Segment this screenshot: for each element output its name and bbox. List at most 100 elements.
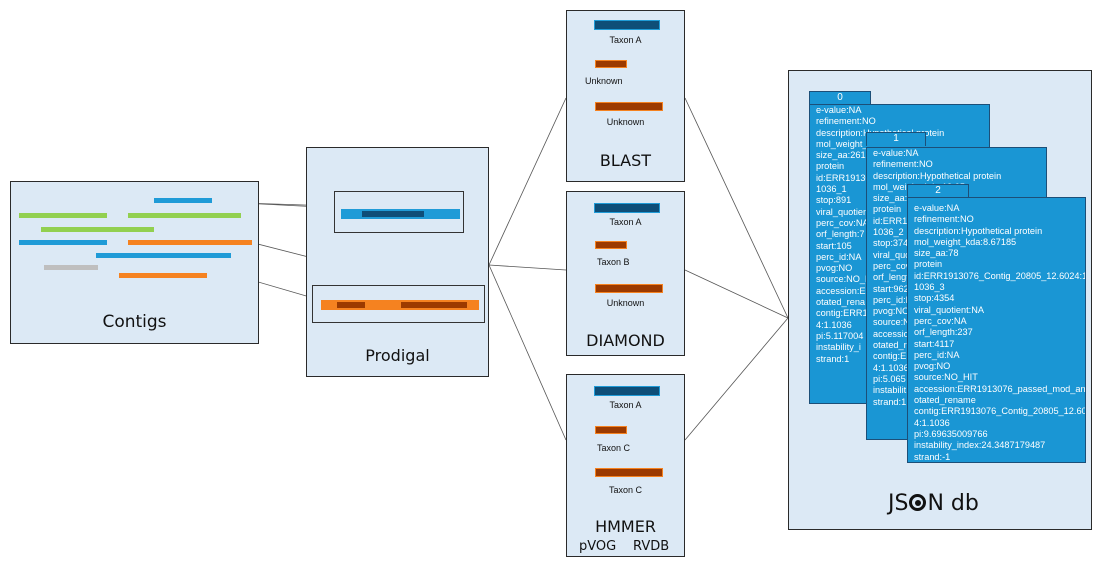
record-field: orf_lengt <box>873 272 909 283</box>
gene-call-box <box>312 285 485 323</box>
record-field: accession:ER <box>816 285 873 296</box>
record-field: strand:1 <box>816 353 850 364</box>
record-field: pvog:NO <box>873 306 910 317</box>
diamond-panel: Taxon A Taxon B Unknown DIAMOND <box>566 191 685 356</box>
json-db-title-post: N db <box>927 491 979 516</box>
gene-domain <box>401 302 467 308</box>
record-field: perc_id:NA <box>914 349 960 360</box>
record-field: perc_id:NA <box>816 251 862 262</box>
record-index-tab: 2 <box>907 184 969 198</box>
hit-label: Taxon A <box>609 35 642 45</box>
link-prodigal-hmmer <box>488 264 567 441</box>
record-field: size_aa:78 <box>914 248 959 259</box>
record-field: start:962 <box>873 283 909 294</box>
record-field: size_aa:261 <box>816 150 866 161</box>
record-field: pi:9.69635009766 <box>914 428 988 439</box>
record-field: 1036_2 <box>873 227 904 238</box>
record-field: mol_weight_ <box>816 138 868 149</box>
link-blast-json <box>684 97 789 319</box>
record-field: source:NO_HIT <box>914 372 978 383</box>
record-field: viral_quotien <box>816 206 869 217</box>
contigs-panel: Contigs <box>10 181 259 344</box>
record-field: instability_index:24.3487179487 <box>914 440 1046 451</box>
record-field: orf_length:237 <box>914 327 973 338</box>
record-field: accession:ERR1913076_passed_mod_ann <box>914 383 1086 394</box>
record-field: 1036_1 <box>816 184 847 195</box>
hit-bar <box>595 102 663 111</box>
hit-bar <box>595 284 663 293</box>
record-field: perc_cov:NA <box>816 217 869 228</box>
hit-label: Unknown <box>606 117 645 127</box>
json-db-title: JS N db <box>888 491 979 516</box>
record-field: perc_id:N <box>873 294 913 305</box>
record-field: refinement:NO <box>873 159 933 170</box>
record-field: mol_weight_kda:8.67185 <box>914 236 1017 247</box>
record-field: contig:ER <box>873 351 913 362</box>
record-field: stop:4354 <box>914 293 955 304</box>
record-field: stop:374 <box>873 238 909 249</box>
hit-label: Taxon C <box>597 443 631 453</box>
record-field: protein <box>873 204 902 215</box>
hit-bar <box>595 60 627 68</box>
record-field: viral_quoti <box>873 249 915 260</box>
hit-label: Unknown <box>585 76 623 86</box>
record-field: 1036_3 <box>914 282 945 293</box>
contigs-title: Contigs <box>102 312 167 332</box>
record-field: otated_rena <box>816 297 866 308</box>
record-field: accessio <box>873 328 909 339</box>
hit-bar <box>594 20 660 30</box>
record-field: pi:5.117004 <box>816 330 864 341</box>
record-field: pi:5.065 <box>873 373 906 384</box>
record-field: source:N <box>873 317 910 328</box>
json-db-title-pre: JS <box>888 491 909 516</box>
prodigal-panel: Prodigal <box>306 147 489 377</box>
record-field: strand:-1 <box>914 451 951 462</box>
record-field: start:4117 <box>914 338 955 349</box>
hit-label: Taxon A <box>609 400 642 410</box>
record-field: 4:1.1036 <box>914 417 950 428</box>
record-field: 4:1.1036 <box>873 362 909 373</box>
hit-bar <box>595 426 627 434</box>
record-field: start:105 <box>816 240 852 251</box>
record-field: refinement:NO <box>914 214 974 225</box>
prodigal-title: Prodigal <box>365 346 430 365</box>
record-field: instabilit <box>873 385 907 396</box>
gene-call-box <box>334 191 464 233</box>
record-field: instability_i <box>816 342 861 353</box>
record-field: description:Hypothetical protein <box>873 170 1002 181</box>
contig-bar <box>19 240 107 245</box>
blast-panel: Taxon A Unknown Unknown BLAST <box>566 10 685 182</box>
hit-label: Taxon A <box>609 217 642 227</box>
record-field: e-value:NA <box>816 105 862 115</box>
json-logo-icon <box>909 494 927 511</box>
contig-bar <box>128 213 241 218</box>
hit-bar <box>595 241 627 249</box>
record-field: pvog:NO <box>914 361 951 372</box>
record-field: pvog:NO <box>816 263 853 274</box>
record-field: perc_cov:NA <box>914 315 967 326</box>
hit-label: Unknown <box>606 298 645 308</box>
gene-domain <box>337 302 365 308</box>
record-field: orf_length:7 <box>816 229 865 240</box>
hit-label: Taxon B <box>597 257 630 267</box>
hmmer-panel: Taxon A Taxon C Taxon C HMMER pVOG RVDB <box>566 374 685 557</box>
record-field: contig:ERR1913076_Contig_20805_12.602 <box>914 406 1086 417</box>
link-prodigal-diamond <box>488 264 567 271</box>
record-field: viral_quotient:NA <box>914 304 984 315</box>
record-field: id:ERR1913076_Contig_20805_12.6024:1. <box>914 270 1086 281</box>
gene-domain <box>362 211 424 217</box>
hmmer-db-pvog: pVOG <box>579 539 617 554</box>
record-index-tab: 1 <box>866 132 926 146</box>
record-field: refinement:NO <box>816 116 876 127</box>
hmmer-db-rvdb: RVDB <box>633 539 670 554</box>
link-hmmer-json <box>684 317 789 441</box>
diamond-title: DIAMOND <box>586 331 665 350</box>
record-field: contig:ERR1 <box>816 308 868 319</box>
contig-bar <box>44 265 98 270</box>
record-field: description:Hypothetical protein <box>914 225 1043 236</box>
record-field: protein <box>816 161 845 172</box>
hit-bar <box>594 203 660 213</box>
record-field: perc_cov <box>873 260 911 271</box>
record-field: id:ERR19 <box>873 215 913 226</box>
